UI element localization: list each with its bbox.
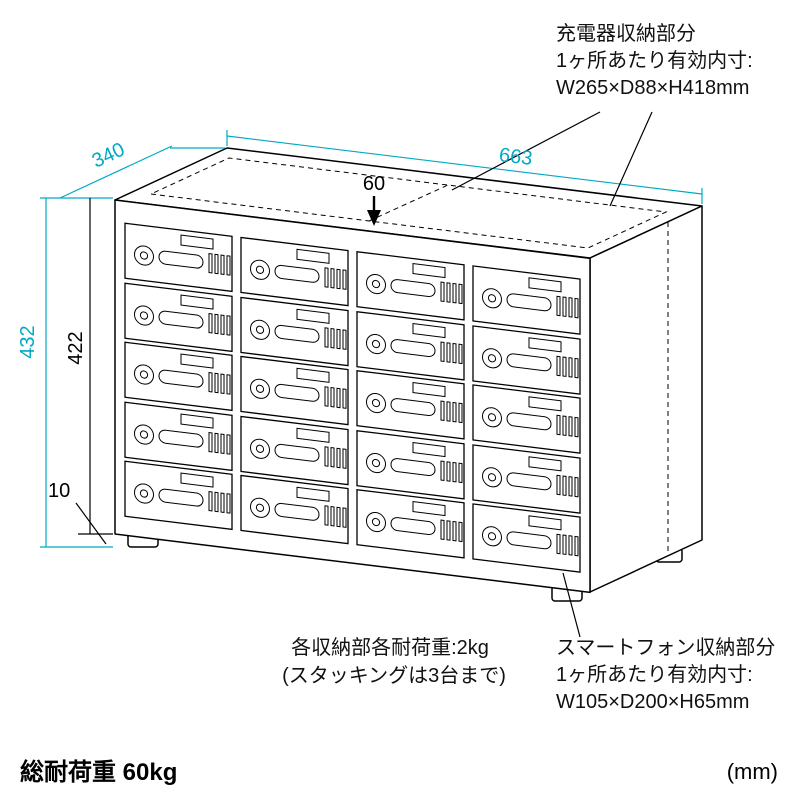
dimension-lines-cyan [40,130,703,548]
top-opening-divider [368,184,449,222]
dim-line-width [226,135,703,195]
dim-width-label: 663 [498,144,534,170]
charger-line2: 1ヶ所あたり有効内寸: [556,49,753,72]
leader-charger-right [609,111,653,207]
dim-body-height-label: 422 [65,331,87,364]
leader-foot-height [75,502,107,545]
smartphone-line2: 1ヶ所あたり有効内寸: [556,663,753,686]
down-arrow-icon [367,210,381,226]
charger-title: 充電器収納部分 [556,22,696,45]
dim-center-gap-label: 60 [363,173,385,195]
dimension-lines-black [75,111,653,638]
unit-label: (mm) [727,759,778,784]
charger-annotation: 充電器収納部分 1ヶ所あたり有効内寸: W265×D88×H418mm [556,22,753,99]
leader-smartphone [562,572,581,638]
leader-charger-left [451,111,601,191]
cabinet-side-face [589,205,703,593]
smartphone-title: スマートフォン収納部分 [556,636,775,659]
dim-foot-height-label: 10 [48,480,70,502]
dim-depth-label: 340 [89,139,129,173]
cabinet-front-face [114,199,591,594]
shelf-load-annotation: 各収納部各耐荷重:2kg (スタッキングは3台まで) [282,636,506,687]
top-opening-outline [149,157,668,249]
shelf-load-line1: 各収納部各耐荷重:2kg [291,636,489,659]
dim-total-height-label: 432 [17,325,39,358]
charger-line3: W265×D88×H418mm [556,77,749,99]
smartphone-annotation: スマートフォン収納部分 1ヶ所あたり有効内寸: W105×D200×H65mm [556,636,775,713]
front-panel [114,199,591,594]
shelf-load-line2: (スタッキングは3台まで) [282,664,506,687]
total-load-label: 総耐荷重 60kg [20,758,177,786]
smartphone-line3: W105×D200×H65mm [556,691,749,713]
dim-line-depth [59,145,173,199]
